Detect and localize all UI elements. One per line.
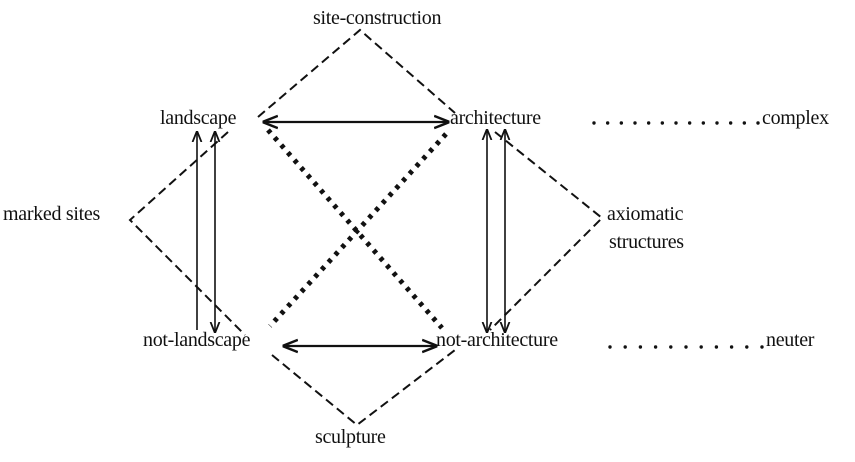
- dotted-leader-complex: [592, 121, 760, 125]
- leader-dot: [660, 121, 665, 125]
- leader-dot: [756, 121, 760, 125]
- leader-dot: [728, 121, 733, 125]
- label-landscape: landscape: [160, 107, 237, 129]
- leader-dot: [608, 345, 612, 349]
- dotted-diagonal-landscape-to-not-architecture: [266, 128, 444, 330]
- label-not-landscape: not-landscape: [143, 329, 251, 351]
- dotted-leader-neuter: [608, 345, 764, 349]
- leader-dot: [633, 121, 637, 125]
- dashed-right-diamond: [489, 131, 604, 331]
- label-sculpture: sculpture: [315, 426, 386, 448]
- leader-dot: [701, 121, 706, 125]
- leader-dot: [653, 345, 658, 349]
- leader-dot: [729, 345, 734, 349]
- leader-dot: [760, 345, 764, 349]
- leader-dot: [674, 121, 678, 125]
- label-site-construction: site-construction: [313, 7, 442, 29]
- dotted-diagonal-architecture-to-not-landscape: [268, 132, 448, 328]
- label-axiomatic: axiomatic: [607, 203, 684, 225]
- dashed-top-diamond: [257, 28, 456, 118]
- dashed-bottom-diamond: [271, 349, 456, 427]
- leader-dot: [714, 345, 719, 349]
- leader-dot: [745, 345, 749, 349]
- leader-dot: [684, 345, 688, 349]
- leader-dot: [592, 121, 596, 125]
- label-architecture: architecture: [450, 107, 541, 129]
- leader-dot: [605, 121, 610, 125]
- leader-dot: [669, 345, 673, 349]
- leader-dot: [638, 345, 643, 349]
- leader-dot: [623, 345, 627, 349]
- leader-dot: [699, 345, 703, 349]
- leader-dot: [619, 121, 624, 125]
- label-not-architecture: not-architecture: [436, 329, 558, 351]
- leader-dot: [646, 121, 651, 125]
- label-neuter: neuter: [766, 329, 815, 351]
- dashed-left-diamond: [128, 131, 246, 336]
- leader-dot: [687, 121, 692, 125]
- label-structures: structures: [609, 231, 684, 253]
- label-complex: complex: [762, 107, 829, 129]
- label-marked-sites: marked sites: [3, 203, 100, 225]
- leader-dot: [715, 121, 719, 125]
- leader-dot: [742, 121, 747, 125]
